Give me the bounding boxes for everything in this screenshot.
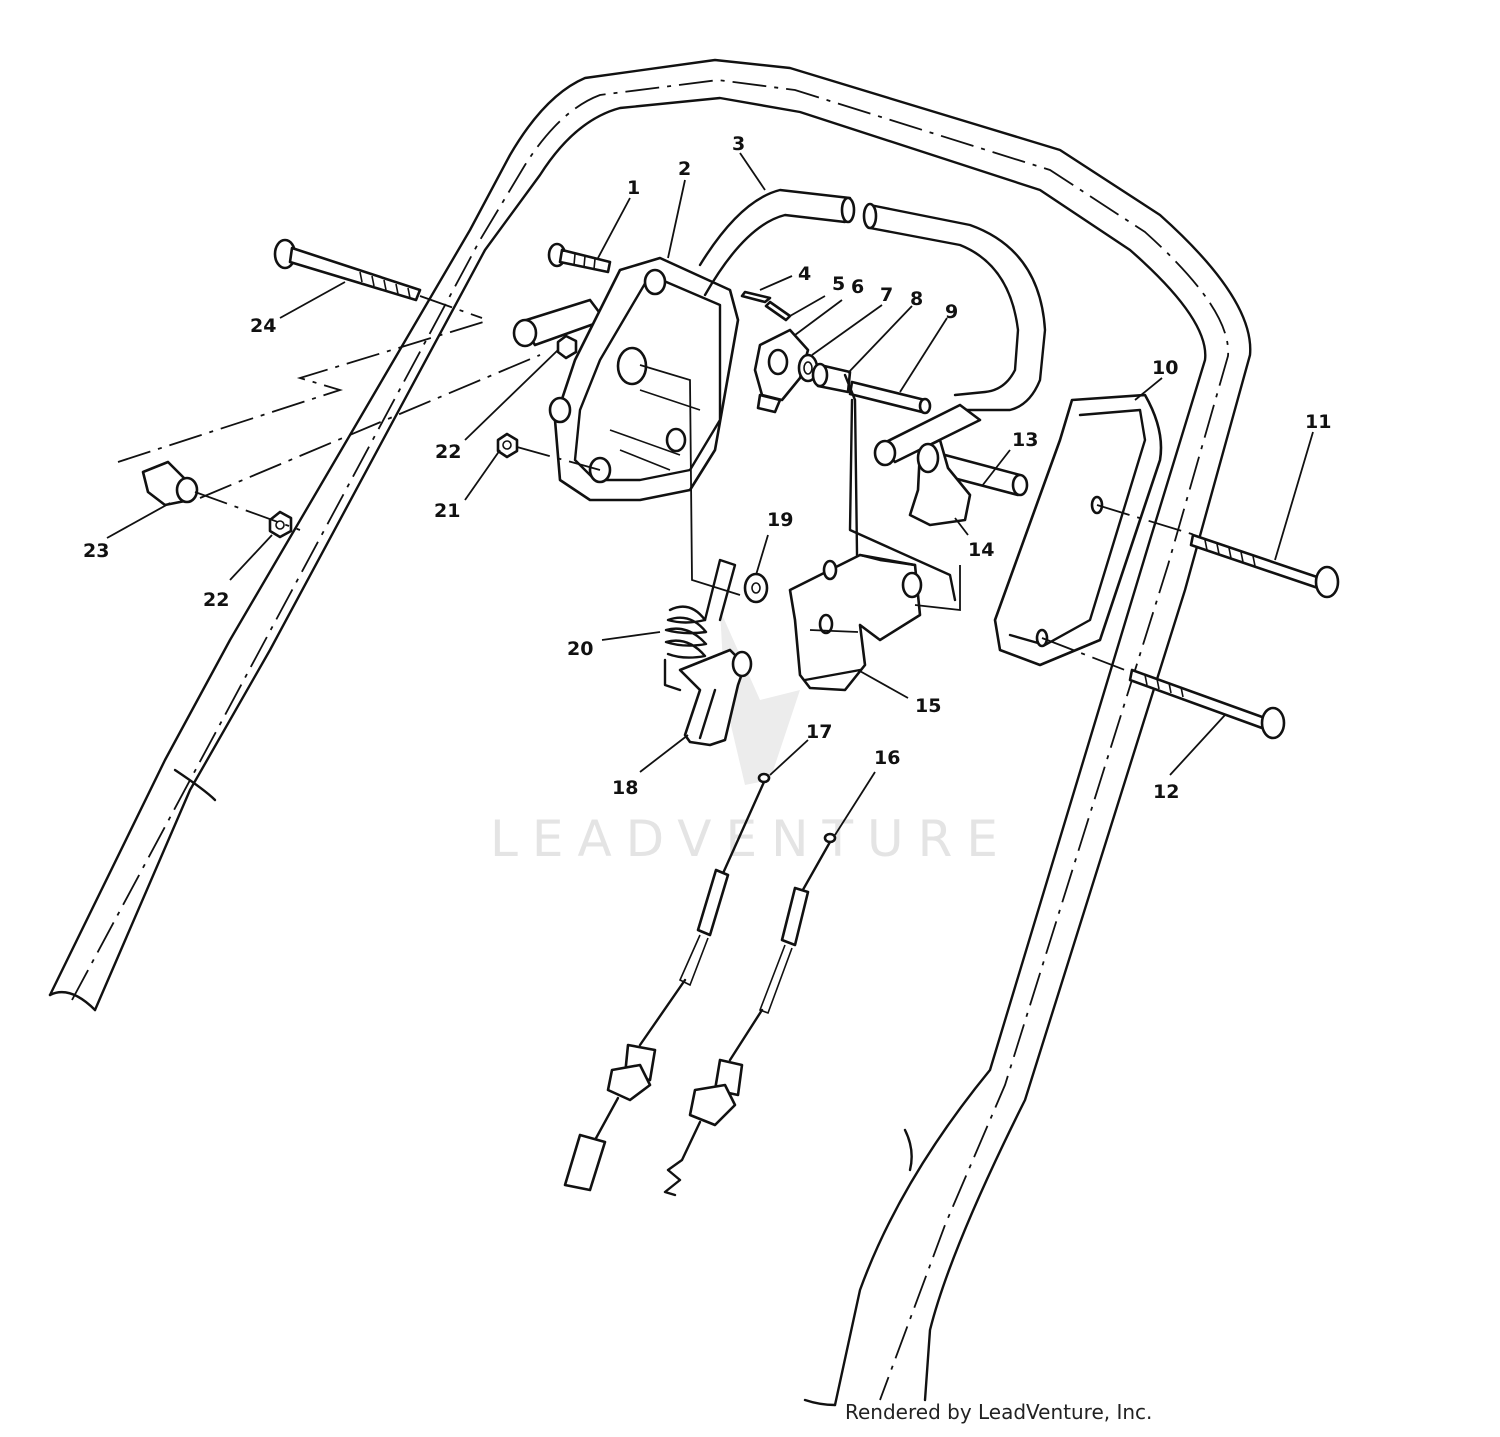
part-21-nut (496, 432, 519, 459)
part-24-bolt (273, 238, 483, 319)
watermark-text: LEADVENTURE (490, 810, 1012, 868)
callout-22-upper: 22 (435, 441, 461, 463)
part-22-nut-upper (556, 334, 578, 360)
part-22-nut-lower (268, 510, 293, 539)
part-1-screw (547, 242, 612, 274)
right-arm-bracket (873, 403, 982, 467)
callout-19: 19 (767, 509, 793, 531)
part-6-cam (753, 328, 810, 414)
watermark-logo-icon (720, 610, 800, 785)
part-3-bail (698, 188, 1047, 412)
callout-12: 12 (1153, 781, 1179, 803)
callout-24: 24 (250, 315, 276, 337)
callout-1: 1 (627, 177, 640, 199)
part-16-cable (663, 832, 837, 1197)
render-credit: Rendered by LeadVenture, Inc. (845, 1400, 1153, 1424)
callout-9: 9 (945, 301, 958, 323)
part-23-bushing (141, 460, 199, 507)
callout-11: 11 (1305, 411, 1331, 433)
callout-22-lower: 22 (203, 589, 229, 611)
assembly-line-left (194, 491, 301, 531)
callout-3: 3 (732, 133, 745, 155)
part-12-bolt (1128, 668, 1286, 740)
leader-lines (106, 152, 1314, 836)
part-15-bracket (788, 553, 923, 692)
callout-13: 13 (1012, 429, 1038, 451)
callout-14: 14 (968, 539, 994, 561)
part-2-housing (548, 256, 740, 502)
callout-16: 16 (874, 747, 900, 769)
assembly-line-center (639, 364, 961, 633)
watermark: LEADVENTURE (490, 610, 1012, 868)
callout-labels: 1 2 3 4 5 6 7 8 9 10 11 12 13 14 15 16 1… (83, 133, 1331, 803)
part-14-lever (908, 438, 972, 527)
part-19-washer (743, 572, 769, 604)
part-8-pin (811, 362, 852, 394)
callout-8: 8 (910, 288, 923, 310)
part-11-bolt (1189, 533, 1340, 599)
part-18-lever (678, 648, 753, 747)
assembly-line-left-2 (117, 319, 491, 463)
callout-20: 20 (567, 638, 593, 660)
callout-10: 10 (1152, 357, 1178, 379)
callout-18: 18 (612, 777, 638, 799)
callout-5: 5 (832, 273, 845, 295)
handle-tube (48, 58, 1252, 1407)
assembly-line-21 (516, 446, 601, 471)
part-17-cable (563, 772, 771, 1192)
part-20-spring (663, 558, 737, 692)
part-10-cover (993, 393, 1196, 673)
assembly-line-10 (1096, 504, 1196, 536)
link-wire (843, 373, 957, 632)
part-9-rod (848, 380, 932, 415)
callout-15: 15 (915, 695, 941, 717)
callout-23: 23 (83, 540, 109, 562)
left-arm-bracket (512, 298, 607, 348)
callout-6: 6 (851, 276, 864, 298)
assembly-line-left-3 (199, 354, 541, 499)
part-4-key (740, 290, 772, 304)
callout-4: 4 (798, 263, 811, 285)
part-5-6-clip (764, 300, 792, 322)
callout-7: 7 (880, 284, 893, 306)
assembly-line-10-b (1041, 637, 1131, 673)
callout-2: 2 (678, 158, 691, 180)
callout-17: 17 (806, 721, 832, 743)
callout-21: 21 (434, 500, 460, 522)
